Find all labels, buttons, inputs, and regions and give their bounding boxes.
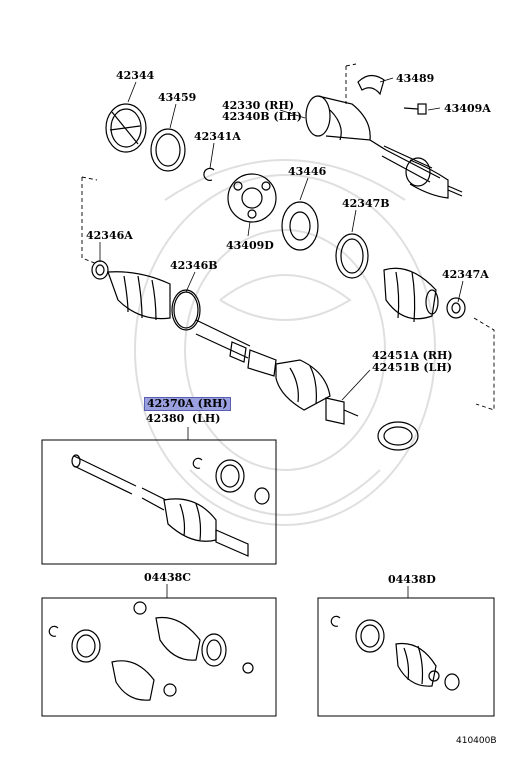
label-42451B: 42451B (LH) <box>372 361 452 374</box>
label-42370A-highlighted[interactable]: 42370A (RH) <box>144 397 231 411</box>
label-42346A: 42346A <box>86 229 133 242</box>
box-04438D-contents <box>330 615 460 691</box>
part-42451-seal <box>377 421 419 451</box>
label-04438C: 04438C <box>144 571 192 584</box>
box-04438C <box>41 597 277 717</box>
label-42347A: 42347A <box>442 268 489 281</box>
watermark-emblem <box>134 159 436 526</box>
label-43489: 43489 <box>396 72 435 85</box>
main-shaft-assembly <box>107 271 359 425</box>
part-43409A <box>403 103 427 115</box>
part-42330-housing <box>305 95 463 199</box>
label-04438D: 04438D <box>388 573 436 586</box>
label-42347B: 42347B <box>342 197 390 210</box>
part-42347A-boot <box>383 267 466 323</box>
label-43409A: 43409A <box>444 102 491 115</box>
label-43446: 43446 <box>288 165 327 178</box>
part-43446 <box>281 201 319 251</box>
label-42330: 42330 (RH) <box>222 99 295 112</box>
part-42341A <box>203 167 215 181</box>
part-42346B <box>171 289 201 331</box>
box-04438D <box>317 597 495 717</box>
part-43409D <box>227 173 277 223</box>
label-42341A: 42341A <box>194 130 241 143</box>
box-42370A-contents <box>71 454 270 557</box>
label-42344: 42344 <box>116 69 155 82</box>
label-43459: 43459 <box>158 91 197 104</box>
box-04438C-contents <box>48 601 254 701</box>
box-42370A <box>41 439 277 565</box>
part-43459 <box>150 128 186 172</box>
label-42346B: 42346B <box>170 259 218 272</box>
part-43489 <box>357 74 385 96</box>
part-42346A <box>91 260 109 280</box>
dashed-guides <box>81 63 495 411</box>
part-42344 <box>105 103 147 153</box>
label-43409D: 43409D <box>226 239 274 252</box>
label-42340B: 42340B (LH) <box>222 110 302 123</box>
label-42380: 42380 (LH) <box>146 412 221 425</box>
leader-lines <box>99 77 464 598</box>
part-42347B <box>335 233 369 279</box>
diagram-reference-number: 410400B <box>456 736 497 746</box>
label-42451A: 42451A (RH) <box>372 349 453 362</box>
